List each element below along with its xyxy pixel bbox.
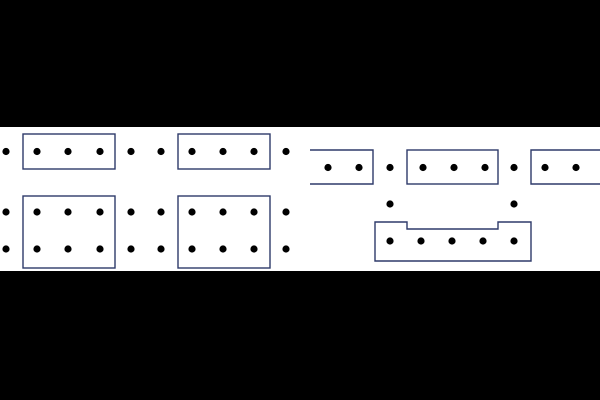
- dot: [282, 245, 290, 253]
- dot: [33, 147, 41, 156]
- dot: [2, 147, 10, 156]
- left-panel: [0, 127, 300, 271]
- dot: [510, 163, 518, 172]
- dot: [250, 208, 258, 216]
- dot: [479, 237, 487, 245]
- right-panel-background: [300, 127, 600, 271]
- dot: [386, 200, 394, 208]
- dot: [33, 245, 41, 253]
- dot: [64, 147, 72, 156]
- dot: [450, 163, 458, 172]
- dot: [219, 147, 227, 156]
- group-outline: [530, 149, 600, 185]
- dot: [127, 245, 135, 253]
- dot: [96, 245, 104, 253]
- dot: [419, 163, 427, 172]
- dot: [572, 163, 580, 172]
- dot: [250, 147, 258, 156]
- dot: [64, 245, 72, 253]
- dot: [157, 147, 165, 156]
- dot: [417, 237, 425, 245]
- dot: [386, 237, 394, 245]
- dot: [481, 163, 489, 172]
- dot: [282, 147, 290, 156]
- dot: [2, 208, 10, 216]
- dot: [33, 208, 41, 216]
- dot: [188, 208, 196, 216]
- dot: [188, 245, 196, 253]
- dot: [541, 163, 549, 172]
- group-outline: [310, 149, 374, 185]
- dot: [157, 245, 165, 253]
- dot: [219, 208, 227, 216]
- dot: [282, 208, 290, 216]
- dot: [64, 208, 72, 216]
- dot: [510, 237, 518, 245]
- dot: [127, 208, 135, 216]
- dot: [188, 147, 196, 156]
- group-outline: [177, 195, 271, 269]
- dot: [355, 163, 363, 172]
- group-outline: [374, 221, 532, 262]
- dot: [127, 147, 135, 156]
- group-outline: [22, 133, 116, 170]
- dot: [250, 245, 258, 253]
- dot: [157, 208, 165, 216]
- dot: [386, 163, 394, 172]
- group-outline: [22, 195, 116, 269]
- left-panel-background: [0, 127, 300, 271]
- dot: [510, 200, 518, 208]
- dot: [96, 208, 104, 216]
- group-outline: [177, 133, 271, 170]
- right-panel: [300, 127, 600, 271]
- dot: [219, 245, 227, 253]
- group-outline: [406, 149, 499, 185]
- dot: [448, 237, 456, 245]
- dot: [324, 163, 332, 172]
- dot: [96, 147, 104, 156]
- dot: [2, 245, 10, 253]
